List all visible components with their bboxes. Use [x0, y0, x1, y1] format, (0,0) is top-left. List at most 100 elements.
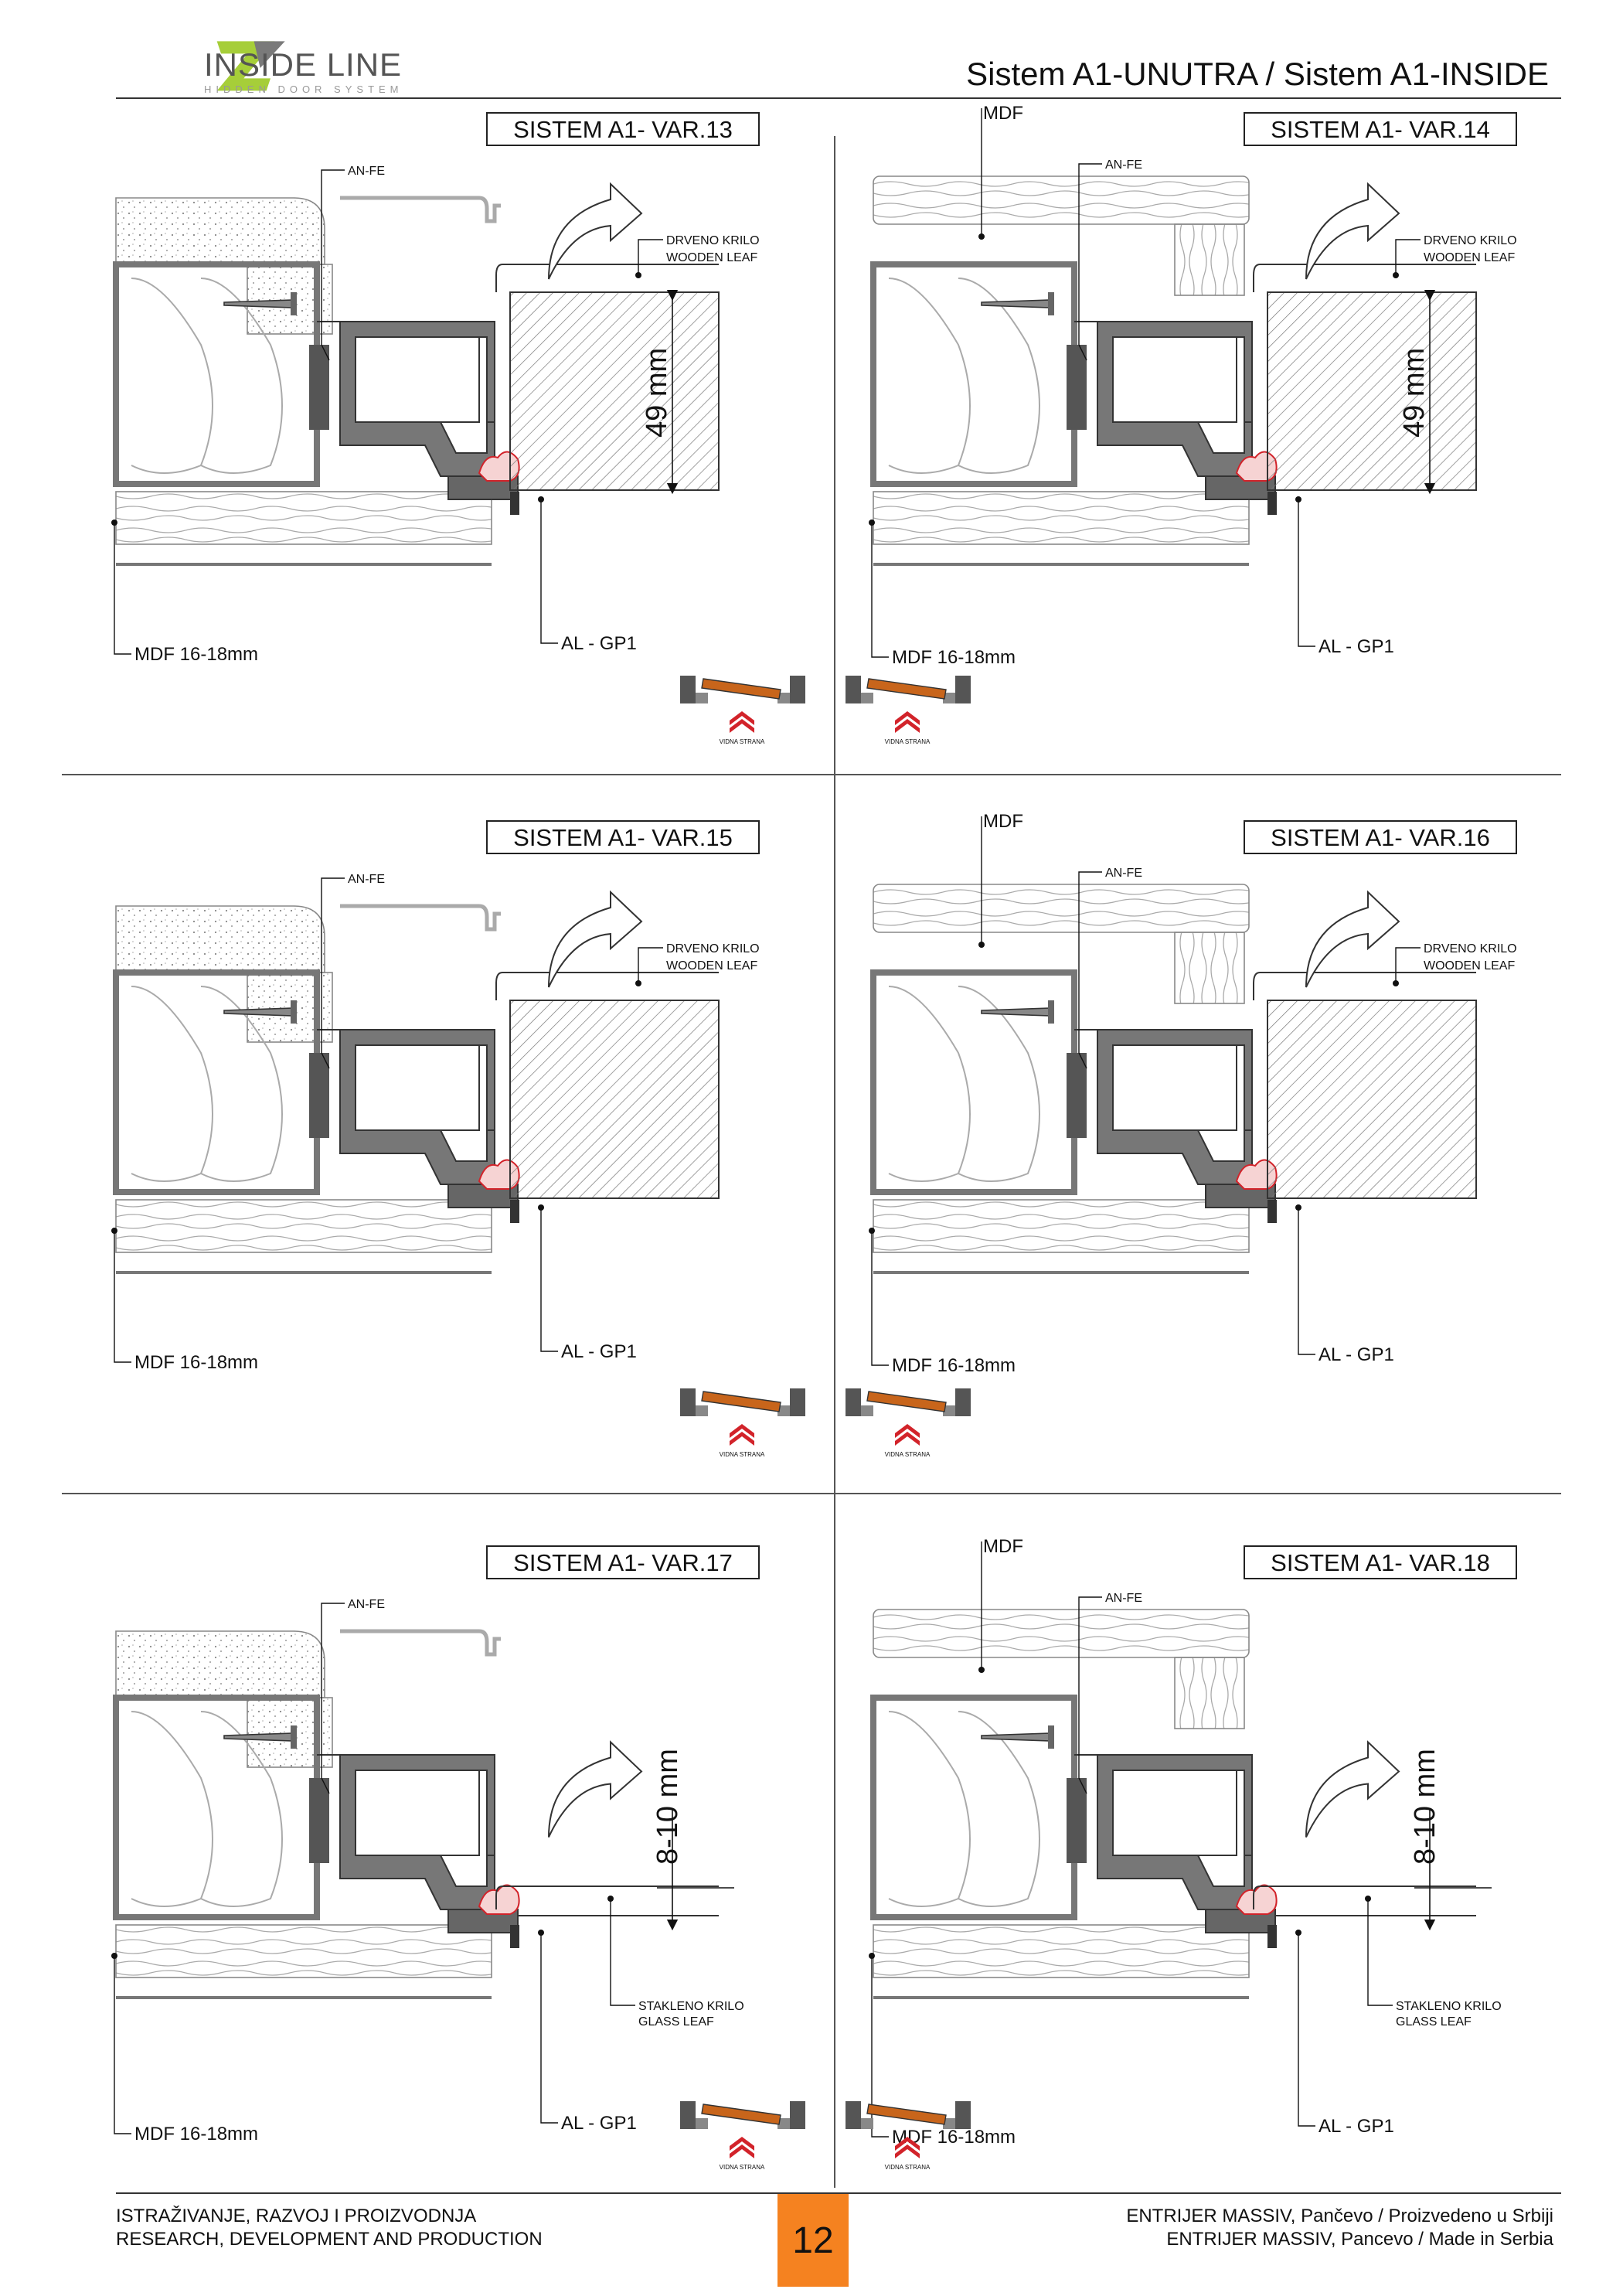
chevron-up-icon — [730, 2137, 754, 2158]
leader-dot — [111, 1953, 117, 1959]
label-mdf: MDF — [983, 811, 1023, 832]
brand-name: INSIDE LINE — [204, 46, 403, 83]
footer-left-line-2: RESEARCH, DEVELOPMENT AND PRODUCTION — [116, 2229, 543, 2250]
frame-block-icon — [696, 693, 708, 703]
aluminium-frame-profile — [1074, 1029, 1253, 1185]
leader-dot — [1295, 1930, 1301, 1936]
label-an-fe: AN-FE — [1105, 158, 1142, 172]
aluminium-frame-profile — [317, 321, 495, 477]
brand-logo-icon — [216, 41, 285, 91]
door-open-arrow-icon — [1305, 182, 1400, 280]
door-leaf-icon — [866, 2104, 947, 2125]
leaf-outline — [495, 972, 719, 1000]
insulation — [888, 278, 1040, 474]
clip-profile — [1067, 1053, 1087, 1138]
label-leaf-sr: DRVENO KRILO — [666, 942, 760, 956]
footer-left-line-1: ISTRAŽIVANJE, RAZVOJ I PROIZVODNJA — [116, 2206, 477, 2226]
screw-icon — [981, 1007, 1052, 1017]
frame-block-icon — [943, 693, 955, 703]
label-mdf-thickness: MDF 16-18mm — [892, 647, 1016, 668]
door-leaf-icon — [701, 1391, 781, 1412]
frame-block-icon — [955, 2101, 971, 2129]
frame-block-icon — [846, 2101, 861, 2129]
chevron-up-icon — [895, 2137, 920, 2158]
insulation — [131, 986, 283, 1182]
panel-title-box — [486, 112, 760, 146]
leader-al-gp1 — [540, 1933, 558, 2124]
screw-icon — [223, 1732, 294, 1742]
mdf-bottom-board — [873, 1199, 1250, 1253]
label-visible-side: VIDNA STRANA — [720, 738, 765, 745]
steel-stud — [870, 261, 1077, 487]
frame-block-icon — [777, 693, 790, 703]
clip-profile — [1067, 1778, 1087, 1863]
corner-trim — [340, 904, 501, 932]
mdf-board — [873, 884, 1250, 933]
frame-block-icon — [861, 693, 873, 703]
leader-leaf — [610, 1899, 635, 2006]
panel-title: SISTEM A1- VAR.14 — [1271, 116, 1490, 143]
leader-dot — [538, 1930, 544, 1936]
leaf-outline — [1253, 972, 1476, 1000]
leader-mdf-thickness — [871, 1956, 889, 2138]
label-leaf-sr: DRVENO KRILO — [1424, 942, 1517, 956]
label-leaf-en: WOODEN LEAF — [666, 959, 757, 973]
leader-dot — [978, 233, 985, 240]
frame-block-icon — [790, 676, 805, 703]
label-mdf-thickness: MDF 16-18mm — [892, 1355, 1016, 1376]
frame-block-icon — [861, 1405, 873, 1416]
insulation — [888, 1711, 1040, 1907]
door-open-arrow-icon — [548, 1740, 643, 1838]
label-visible-side: VIDNA STRANA — [720, 1451, 765, 1458]
mdf-board — [873, 1609, 1250, 1658]
al-gp1-stop — [510, 1200, 519, 1223]
label-an-fe: AN-FE — [1105, 867, 1142, 880]
profile-cavity — [355, 336, 480, 423]
frame-block-icon — [696, 1405, 708, 1416]
leader-dot — [869, 1228, 875, 1234]
visible-side-icon-5: VIDNA STRANA — [680, 2101, 805, 2171]
glass-leaf — [1253, 1886, 1476, 1916]
panel-title-box — [1244, 1545, 1517, 1579]
al-gp1-stop — [510, 492, 519, 515]
frame-block-icon — [777, 2118, 790, 2129]
panel-title-box — [1244, 820, 1517, 854]
door-leaf-icon — [701, 2104, 781, 2125]
page-title: Sistem A1-UNUTRA / Sistem A1-INSIDE — [966, 56, 1549, 92]
label-mdf-thickness: MDF 16-18mm — [134, 2124, 258, 2144]
leader-dot — [607, 1896, 614, 1902]
brand-tagline: HIDDEN DOOR SYSTEM — [204, 83, 403, 95]
label-mdf: MDF — [983, 103, 1023, 124]
label-leaf-en: GLASS LEAF — [638, 2015, 714, 2029]
leader-al-gp1 — [1298, 1933, 1315, 2127]
label-visible-side: VIDNA STRANA — [885, 2164, 931, 2171]
leader-dot — [111, 1228, 117, 1234]
label-mdf-thickness: MDF 16-18mm — [134, 1352, 258, 1373]
plaster-board — [115, 905, 325, 973]
panel-title-box — [1244, 112, 1517, 146]
panel-title: SISTEM A1- VAR.17 — [513, 1549, 733, 1576]
leader-dot — [978, 1667, 985, 1673]
frame-block-icon — [680, 676, 696, 703]
leaf-outline — [495, 264, 719, 292]
screw-icon — [223, 299, 294, 308]
leader-dot — [1393, 272, 1399, 278]
frame-block-icon — [777, 1405, 790, 1416]
profile-cavity — [1112, 1044, 1237, 1131]
visible-side-icon-2: VIDNA STRANA — [846, 676, 971, 745]
label-leaf-en: WOODEN LEAF — [1424, 959, 1515, 973]
panel-title: SISTEM A1- VAR.15 — [513, 824, 733, 851]
panel-title: SISTEM A1- VAR.18 — [1271, 1549, 1490, 1576]
mdf-bottom-board — [115, 1924, 492, 1978]
frame-block-icon — [696, 2118, 708, 2129]
door-open-arrow-icon — [548, 182, 643, 280]
label-an-fe: AN-FE — [348, 165, 385, 178]
profile-cavity — [355, 1770, 480, 1856]
leader-mdf-thickness — [114, 523, 131, 655]
label-an-fe: AN-FE — [348, 1598, 385, 1611]
wood-insert — [1174, 932, 1245, 1004]
screw-icon — [981, 299, 1052, 308]
label-al-gp1: AL - GP1 — [561, 2113, 637, 2134]
leader-dot — [635, 980, 641, 986]
